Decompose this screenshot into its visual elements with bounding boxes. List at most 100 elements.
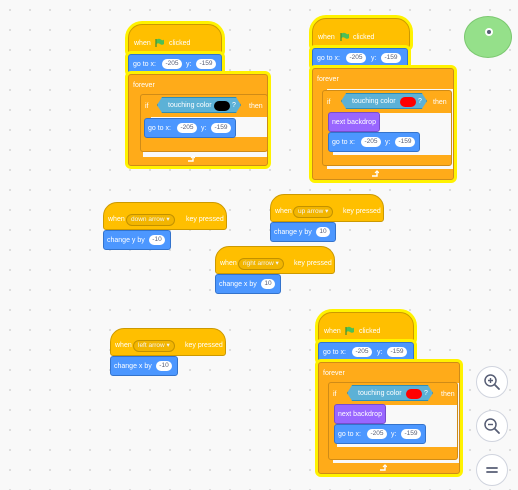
when-flag-clicked-block[interactable]: when clicked bbox=[318, 312, 414, 342]
if-label: if bbox=[145, 103, 149, 110]
key-value: down arrow bbox=[131, 216, 165, 223]
question-mark: ? bbox=[418, 98, 422, 105]
change-x-block[interactable]: change x by -10 bbox=[110, 356, 178, 376]
when-label: when bbox=[134, 40, 151, 47]
color-swatch-red[interactable] bbox=[400, 97, 416, 107]
if-label: if bbox=[327, 99, 331, 106]
key-value: left arrow bbox=[138, 342, 165, 349]
next-backdrop-block[interactable]: next backdrop bbox=[328, 112, 380, 132]
next-backdrop-block[interactable]: next backdrop bbox=[334, 404, 386, 424]
y-label: y: bbox=[377, 349, 383, 356]
key-value: right arrow bbox=[243, 260, 274, 267]
sprite-indicator[interactable] bbox=[464, 16, 512, 58]
x-input[interactable]: -205 bbox=[177, 123, 197, 133]
key-pressed-label: key pressed bbox=[343, 208, 381, 215]
x-input[interactable]: -205 bbox=[162, 59, 182, 69]
when-label: when bbox=[108, 216, 125, 223]
when-label: when bbox=[115, 342, 132, 349]
change-y-block[interactable]: change y by -10 bbox=[103, 230, 171, 250]
question-mark: ? bbox=[232, 102, 236, 109]
value-input[interactable]: 10 bbox=[261, 279, 275, 289]
go-to-xy-block[interactable]: go to x: -205 y: -159 bbox=[128, 54, 222, 74]
key-dropdown[interactable]: right arrow ▾ bbox=[238, 258, 284, 270]
key-pressed-label: key pressed bbox=[185, 342, 223, 349]
y-input[interactable]: -159 bbox=[387, 347, 407, 357]
touching-color-block[interactable]: touching color ? bbox=[347, 385, 433, 401]
zoom-out-button[interactable] bbox=[476, 410, 508, 442]
when-key-pressed-block[interactable]: when right arrow ▾ key pressed bbox=[215, 246, 335, 274]
change-x-block[interactable]: change x by 10 bbox=[215, 274, 281, 294]
key-value: up arrow bbox=[298, 208, 324, 215]
next-backdrop-label: next backdrop bbox=[332, 119, 376, 126]
go-to-label: go to x: bbox=[323, 349, 346, 356]
when-label: when bbox=[275, 208, 292, 215]
if-label: if bbox=[333, 391, 337, 398]
forever-label: forever bbox=[323, 370, 345, 377]
go-to-xy-block-inner[interactable]: go to x: -205 y: -159 bbox=[334, 424, 426, 444]
value-input[interactable]: 10 bbox=[316, 227, 330, 237]
key-dropdown[interactable]: up arrow ▾ bbox=[293, 206, 334, 218]
y-input[interactable]: -159 bbox=[401, 429, 421, 439]
touching-color-label: touching color bbox=[352, 98, 396, 105]
y-label: y: bbox=[385, 139, 391, 146]
change-label: change y by bbox=[274, 229, 312, 236]
change-y-block[interactable]: change y by 10 bbox=[270, 222, 336, 242]
x-input[interactable]: -205 bbox=[346, 53, 366, 63]
key-dropdown[interactable]: left arrow ▾ bbox=[133, 340, 175, 352]
green-flag-icon bbox=[340, 32, 349, 41]
zoom-reset-button[interactable] bbox=[476, 454, 508, 486]
when-label: when bbox=[324, 328, 341, 335]
when-key-pressed-block[interactable]: when down arrow ▾ key pressed bbox=[103, 202, 227, 230]
zoom-in-icon bbox=[484, 374, 500, 390]
touching-color-block[interactable]: touching color ? bbox=[157, 97, 241, 113]
go-to-xy-block-inner[interactable]: go to x: -205 y: -159 bbox=[144, 118, 236, 138]
key-dropdown[interactable]: down arrow ▾ bbox=[126, 214, 175, 226]
change-label: change x by bbox=[219, 281, 257, 288]
x-input[interactable]: -205 bbox=[367, 429, 387, 439]
go-to-label: go to x: bbox=[317, 55, 340, 62]
y-input[interactable]: -159 bbox=[211, 123, 231, 133]
y-label: y: bbox=[186, 61, 192, 68]
go-to-label: go to x: bbox=[338, 431, 361, 438]
key-pressed-label: key pressed bbox=[294, 260, 332, 267]
when-key-pressed-block[interactable]: when left arrow ▾ key pressed bbox=[110, 328, 226, 356]
touching-color-label: touching color bbox=[168, 102, 212, 109]
color-swatch-black[interactable] bbox=[214, 101, 230, 111]
then-label: then bbox=[249, 103, 263, 110]
y-label: y: bbox=[391, 431, 397, 438]
sprite-eye-icon bbox=[485, 28, 493, 36]
value-input[interactable]: -10 bbox=[149, 235, 165, 245]
clicked-label: clicked bbox=[169, 40, 191, 47]
forever-label: forever bbox=[317, 76, 339, 83]
when-label: when bbox=[220, 260, 237, 267]
color-swatch-red[interactable] bbox=[406, 389, 422, 399]
go-to-label: go to x: bbox=[332, 139, 355, 146]
zoom-reset-icon bbox=[486, 467, 498, 473]
loop-arrow-icon bbox=[380, 464, 387, 471]
question-mark: ? bbox=[424, 390, 428, 397]
y-label: y: bbox=[371, 55, 377, 62]
x-input[interactable]: -205 bbox=[361, 137, 381, 147]
forever-label: forever bbox=[133, 82, 155, 89]
zoom-out-icon bbox=[484, 418, 500, 434]
x-input[interactable]: -205 bbox=[352, 347, 372, 357]
y-input[interactable]: -159 bbox=[381, 53, 401, 63]
y-input[interactable]: -159 bbox=[196, 59, 216, 69]
go-to-label: go to x: bbox=[133, 61, 156, 68]
next-backdrop-label: next backdrop bbox=[338, 411, 382, 418]
green-flag-icon bbox=[155, 38, 164, 47]
zoom-in-button[interactable] bbox=[476, 366, 508, 398]
when-key-pressed-block[interactable]: when up arrow ▾ key pressed bbox=[270, 194, 384, 222]
go-to-xy-block[interactable]: go to x: -205 y: -159 bbox=[318, 342, 414, 362]
go-to-label: go to x: bbox=[148, 125, 171, 132]
y-input[interactable]: -159 bbox=[395, 137, 415, 147]
touching-color-block[interactable]: touching color ? bbox=[341, 93, 427, 109]
go-to-xy-block-inner[interactable]: go to x: -205 y: -159 bbox=[328, 132, 420, 152]
go-to-xy-block[interactable]: go to x: -205 y: -159 bbox=[312, 48, 408, 68]
touching-color-label: touching color bbox=[358, 390, 402, 397]
when-flag-clicked-block[interactable]: when clicked bbox=[128, 24, 222, 54]
y-label: y: bbox=[201, 125, 207, 132]
value-input[interactable]: -10 bbox=[156, 361, 172, 371]
then-label: then bbox=[441, 391, 455, 398]
when-flag-clicked-block[interactable]: when clicked bbox=[312, 18, 410, 48]
